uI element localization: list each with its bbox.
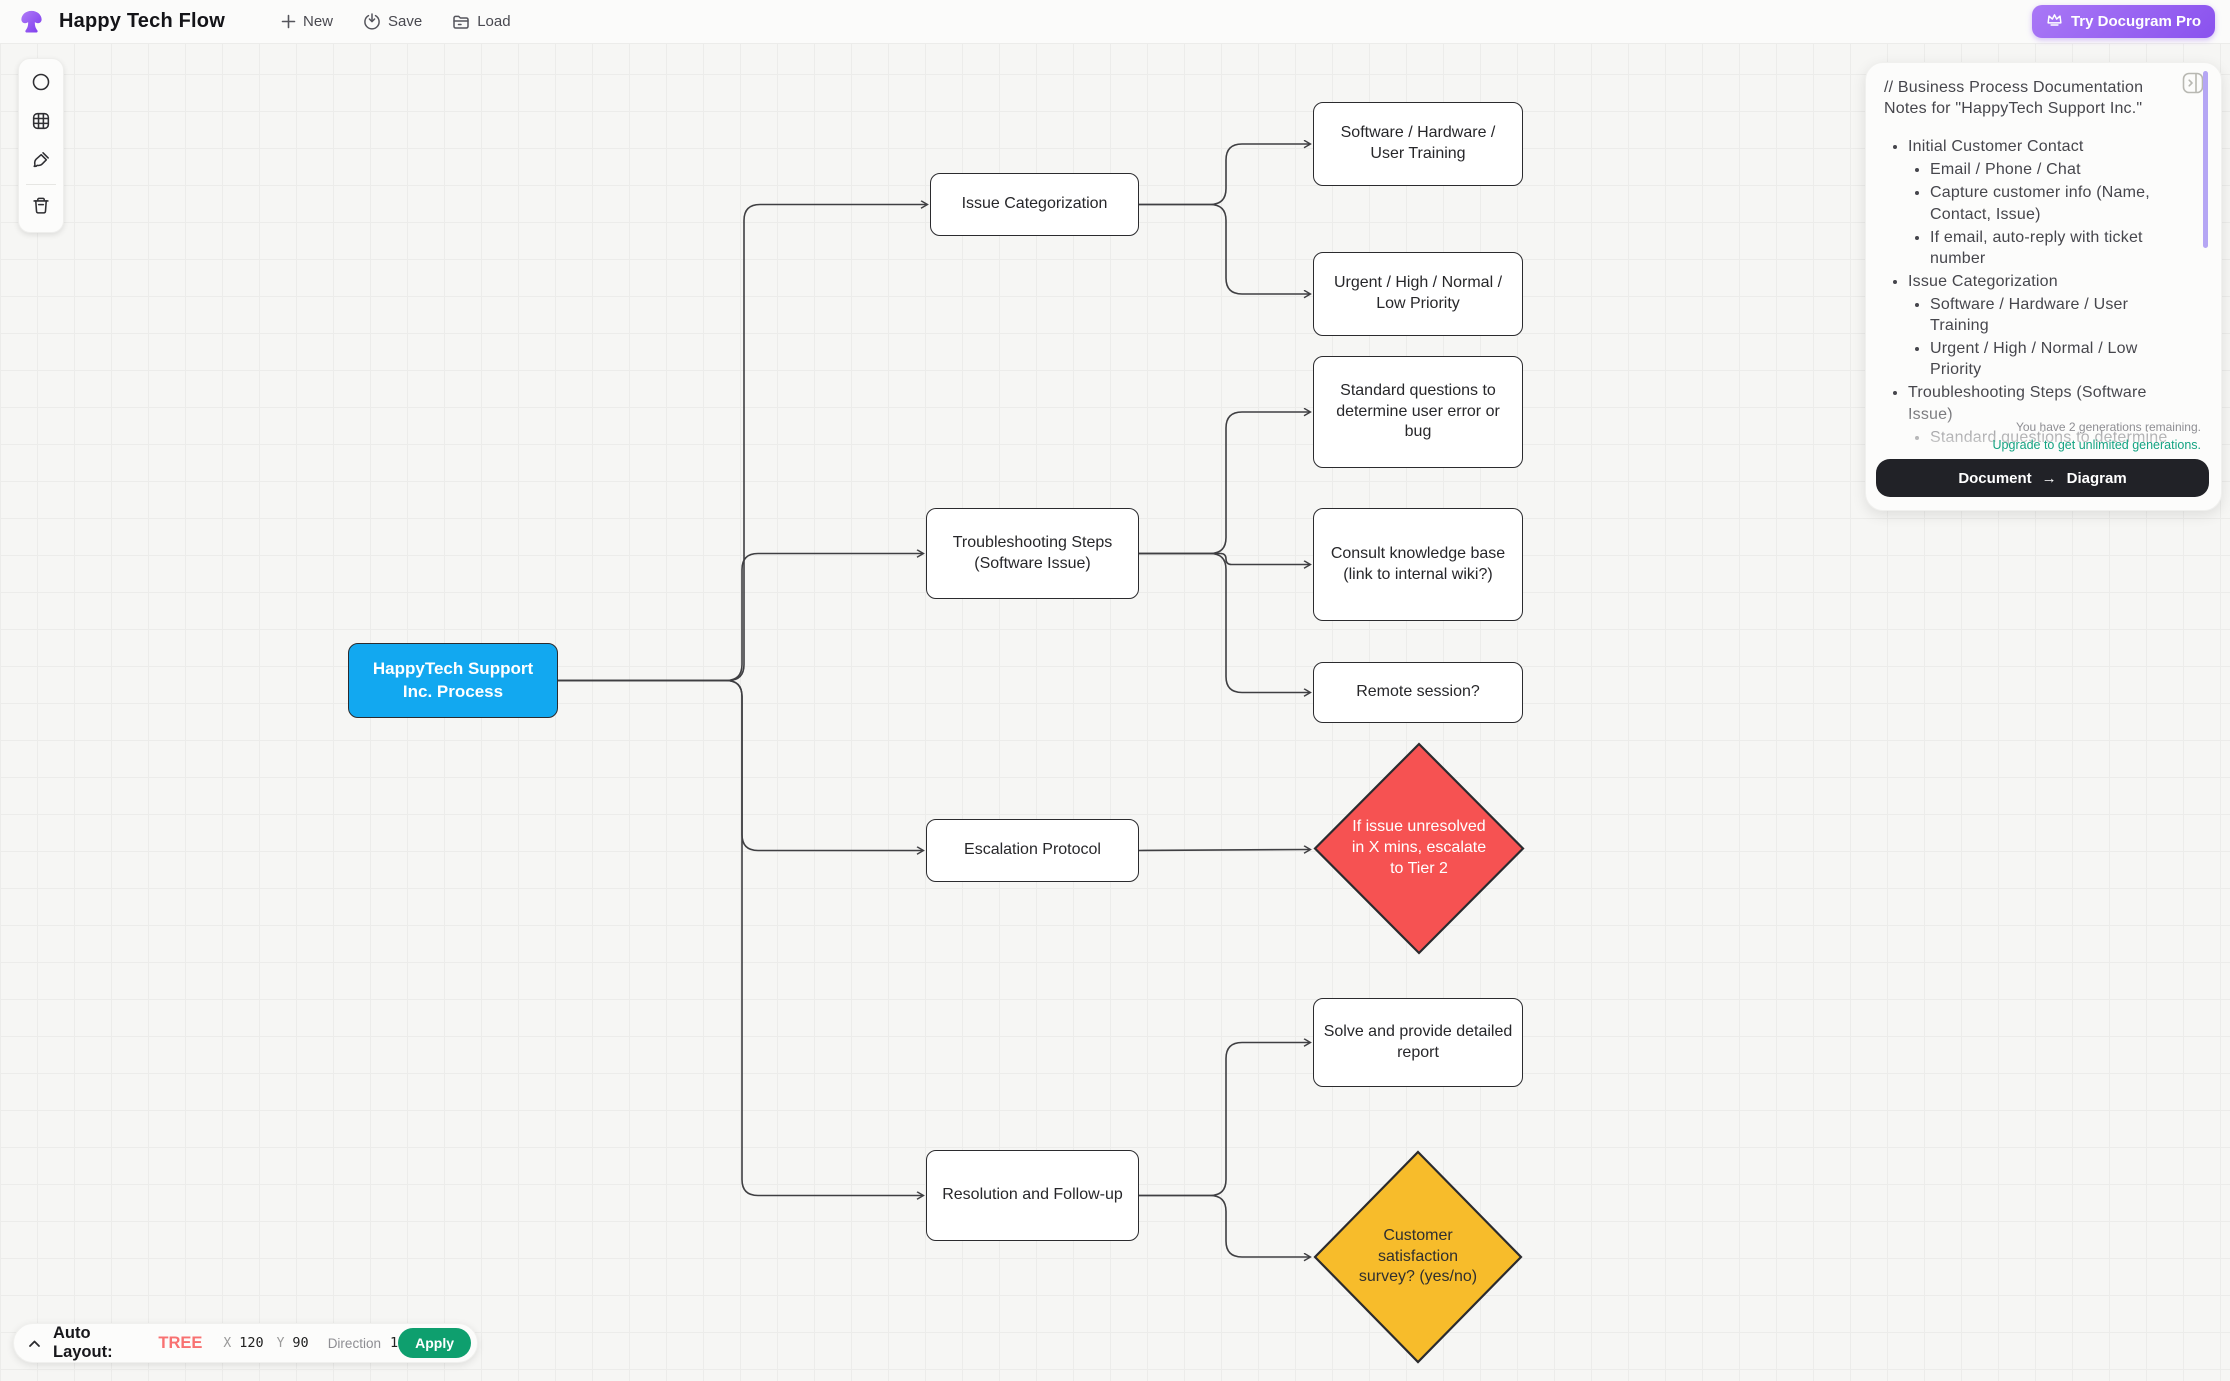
node-label: If issue unresolved in X mins, escalate … <box>1351 818 1487 877</box>
node-resolution[interactable]: Resolution and Follow-up <box>926 1150 1139 1241</box>
document-to-diagram-button[interactable]: Document → Diagram <box>1876 459 2209 497</box>
new-button[interactable]: New <box>279 9 335 34</box>
edge-root-resolution <box>558 679 923 1196</box>
edge-root-trouble <box>558 554 923 682</box>
layout-mode-value[interactable]: TREE <box>158 1333 203 1352</box>
app-logo-mushroom-icon <box>18 8 45 35</box>
edge-issue-urgent <box>1139 203 1310 295</box>
circle-shape-icon <box>30 71 52 96</box>
edge-trouble-remote <box>1139 552 1310 693</box>
node-consult[interactable]: Consult knowledge base (link to internal… <box>1313 508 1523 621</box>
node-solve[interactable]: Solve and provide detailed report <box>1313 998 1523 1087</box>
edge-trouble-consult <box>1139 552 1310 565</box>
node-label: HappyTech Support Inc. Process <box>372 659 534 701</box>
node-label: Urgent / High / Normal / Low Priority <box>1333 274 1503 312</box>
node-label: Software / Hardware / User Training <box>1340 124 1496 162</box>
palette-divider <box>26 184 56 185</box>
brush-tool[interactable] <box>19 142 63 181</box>
chevron-up-icon[interactable] <box>28 1339 41 1348</box>
notes-sub-bullet: Urgent / High / Normal / Low Priority <box>1930 338 2172 380</box>
upgrade-link[interactable]: Upgrade to get unlimited generations. <box>1992 438 2201 452</box>
notes-bullet-list: Initial Customer ContactEmail / Phone / … <box>1884 136 2172 448</box>
delete-tool[interactable] <box>19 188 63 227</box>
node-label: Customer satisfaction survey? (yes/no) <box>1358 1226 1478 1286</box>
notes-content: // Business Process Documentation Notes … <box>1884 77 2172 450</box>
generations-remaining-note: You have 2 generations remaining. <box>2015 420 2201 434</box>
grid-shape-tool[interactable] <box>19 103 63 142</box>
app-title: Happy Tech Flow <box>59 10 225 32</box>
notes-bullet: Initial Customer ContactEmail / Phone / … <box>1908 136 2172 269</box>
y-spacing-label: Y <box>276 1335 285 1351</box>
direction-value[interactable]: 1 <box>389 1335 399 1351</box>
node-standard[interactable]: Standard questions to determine user err… <box>1313 356 1523 468</box>
node-label: Solve and provide detailed report <box>1323 1022 1513 1061</box>
direction-label: Direction <box>327 1335 381 1351</box>
node-escalation[interactable]: Escalation Protocol <box>926 819 1139 882</box>
arrow-right-icon: → <box>2041 469 2057 487</box>
node-root[interactable]: HappyTech Support Inc. Process <box>348 643 558 718</box>
notes-sub-bullet: Email / Phone / Chat <box>1930 159 2172 180</box>
grid-shape-icon <box>30 110 52 135</box>
collapse-panel-icon[interactable] <box>2182 72 2204 94</box>
edge-resolution-solve <box>1139 1043 1310 1197</box>
node-label: Issue Categorization <box>961 195 1108 213</box>
edge-issue-software <box>1139 144 1310 206</box>
load-button[interactable]: Load <box>450 9 512 35</box>
folder-icon <box>452 13 470 31</box>
x-spacing-label: X <box>223 1335 232 1351</box>
node-label: Resolution and Follow-up <box>942 1186 1123 1204</box>
edge-root-escalation <box>558 679 923 851</box>
node-label: Consult knowledge base (link to internal… <box>1330 544 1506 583</box>
circle-shape-tool[interactable] <box>19 64 63 103</box>
edge-trouble-standard <box>1139 412 1310 555</box>
node-label: Escalation Protocol <box>964 841 1101 859</box>
trash-icon <box>30 195 52 220</box>
edge-escalation-tier2 <box>1138 850 1310 851</box>
plus-icon <box>281 14 296 29</box>
node-label: Standard questions to determine user err… <box>1336 381 1500 441</box>
notes-sub-bullet: If email, auto-reply with ticket number <box>1930 227 2172 269</box>
panel-scrollbar-thumb[interactable] <box>2203 71 2208 248</box>
node-urgent[interactable]: Urgent / High / Normal / Low Priority <box>1313 252 1523 336</box>
auto-layout-label: Auto Layout: <box>53 1324 113 1361</box>
auto-layout-bar: Auto Layout: TREE X 120 Y 90 Direction 1… <box>13 1323 478 1363</box>
node-issue[interactable]: Issue Categorization <box>930 173 1139 236</box>
node-label: Remote session? <box>1356 683 1480 701</box>
node-trouble[interactable]: Troubleshooting Steps (Software Issue) <box>926 508 1139 599</box>
top-bar: Happy Tech Flow New Save Load <box>0 0 2230 44</box>
node-tier2[interactable]: If issue unresolved in X mins, escalate … <box>1313 742 1525 955</box>
notes-sub-bullet: Software / Hardware / User Training <box>1930 294 2172 336</box>
notes-heading: // Business Process Documentation Notes … <box>1884 79 2144 118</box>
crown-icon <box>2046 12 2063 31</box>
apply-button[interactable]: Apply <box>398 1328 471 1358</box>
node-software[interactable]: Software / Hardware / User Training <box>1313 102 1523 186</box>
edge-resolution-survey <box>1139 1194 1310 1258</box>
x-spacing-value[interactable]: 120 <box>239 1335 264 1351</box>
node-survey[interactable]: Customer satisfaction survey? (yes/no) <box>1313 1150 1523 1364</box>
try-pro-button[interactable]: Try Docugram Pro <box>2031 5 2215 38</box>
y-spacing-value[interactable]: 90 <box>292 1335 309 1351</box>
node-remote[interactable]: Remote session? <box>1313 662 1523 723</box>
node-label: Troubleshooting Steps (Software Issue) <box>952 533 1113 572</box>
brush-icon <box>30 149 52 174</box>
edge-root-issue <box>558 205 927 682</box>
tool-palette <box>18 58 64 233</box>
notes-panel: // Business Process Documentation Notes … <box>1865 62 2222 511</box>
save-button[interactable]: Save <box>361 9 424 35</box>
notes-sub-bullet: Capture customer info (Name, Contact, Is… <box>1930 182 2172 224</box>
save-circle-icon <box>363 12 381 31</box>
